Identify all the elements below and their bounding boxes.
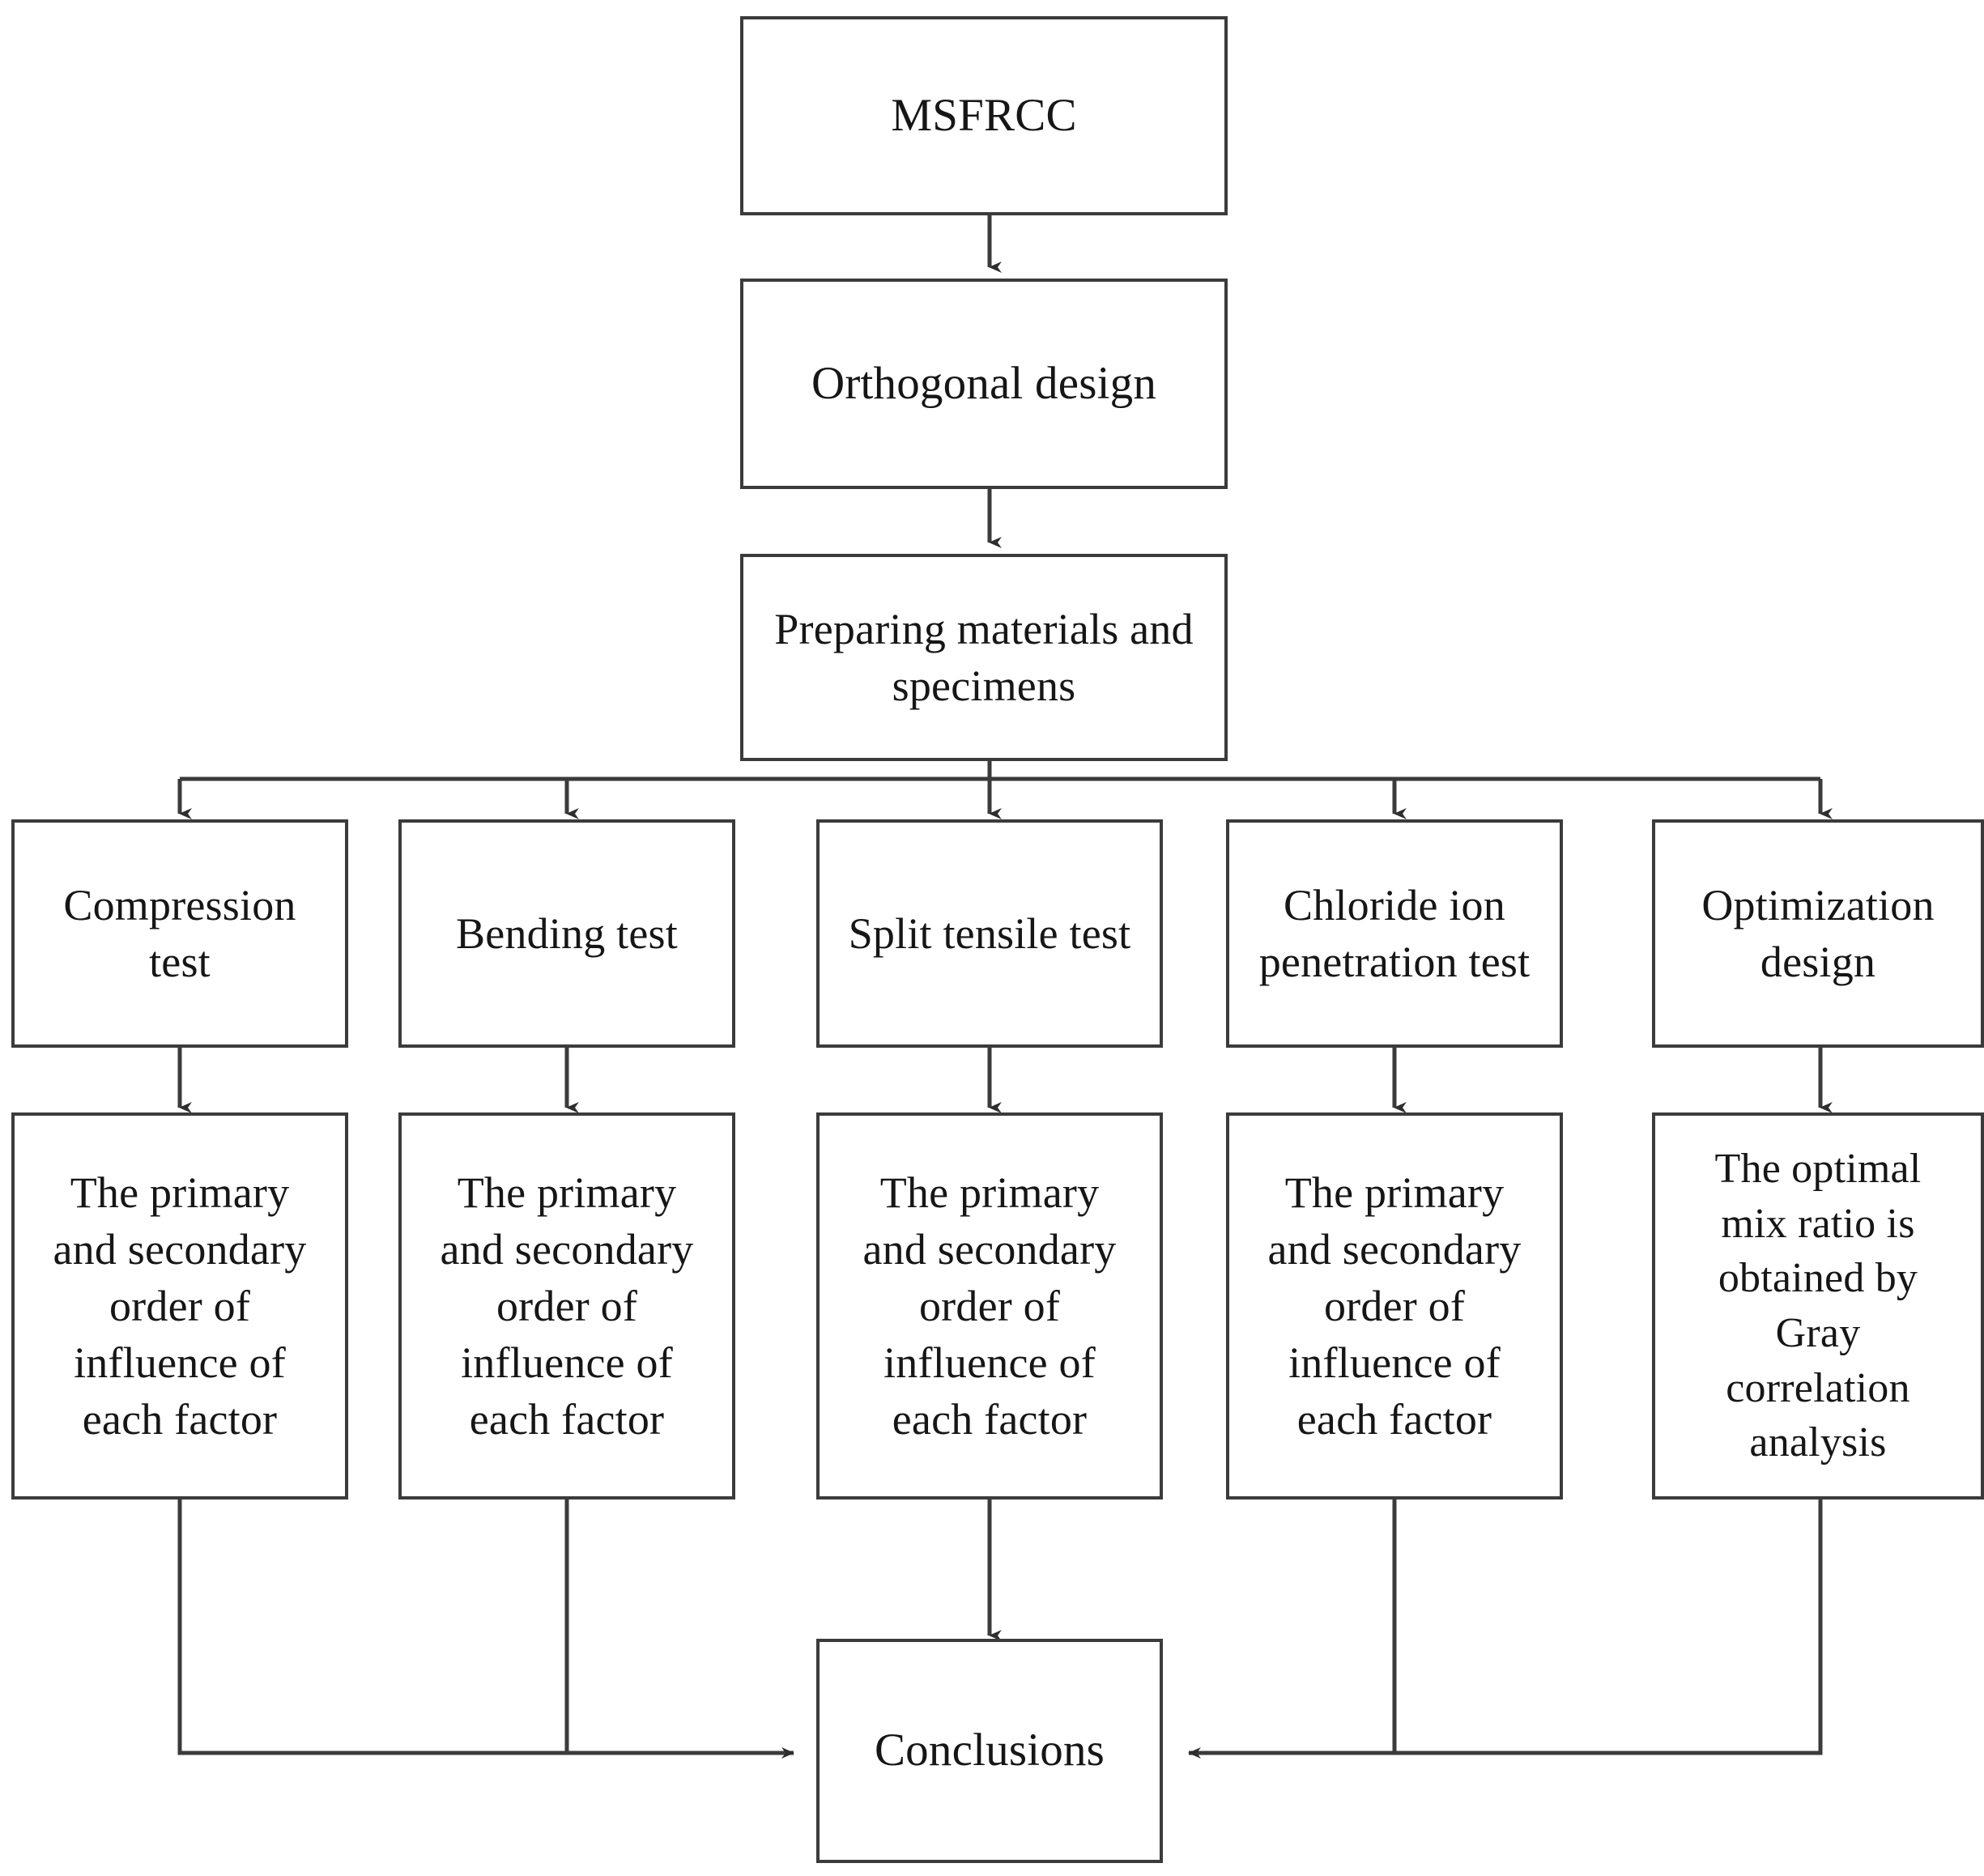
- node-result-optimal-mix-ratio-label: The optimal mix ratio is obtained by Gra…: [1714, 1146, 1922, 1466]
- node-chloride-ion-penetration-test-label: Chloride ion penetration test: [1258, 880, 1531, 986]
- node-result-chloride-label: The primary and secondary order of influ…: [1267, 1168, 1522, 1444]
- node-root-label: MSFRCC: [891, 89, 1077, 141]
- node-conclusions-label: Conclusions: [874, 1725, 1105, 1776]
- node-compression-test[interactable]: Compression test: [11, 819, 348, 1048]
- node-result-bending[interactable]: The primary and secondary order of influ…: [398, 1112, 735, 1500]
- node-orthogonal-design[interactable]: Orthogonal design: [740, 279, 1228, 489]
- node-result-compression[interactable]: The primary and secondary order of influ…: [11, 1112, 348, 1500]
- node-optimization-design-label: Optimization design: [1701, 880, 1935, 986]
- node-root[interactable]: MSFRCC: [740, 16, 1228, 215]
- node-chloride-ion-penetration-test[interactable]: Chloride ion penetration test: [1226, 819, 1563, 1048]
- connector-result-1-to-conclusions: [177, 1500, 794, 1759]
- connector-result-4-to-conclusions: [1188, 1500, 1397, 1759]
- node-split-tensile-test[interactable]: Split tensile test: [816, 819, 1163, 1048]
- node-preparing-materials[interactable]: Preparing materials and specimens: [740, 554, 1228, 761]
- node-result-split-tensile[interactable]: The primary and secondary order of influ…: [816, 1112, 1163, 1500]
- node-orthogonal-design-label: Orthogonal design: [811, 357, 1157, 409]
- node-result-bending-label: The primary and secondary order of influ…: [440, 1168, 694, 1444]
- node-result-compression-label: The primary and secondary order of influ…: [53, 1168, 307, 1444]
- node-optimization-design[interactable]: Optimization design: [1652, 819, 1984, 1048]
- node-preparing-materials-label: Preparing materials and specimens: [774, 604, 1194, 710]
- connector-result-5-to-conclusions: [1394, 1500, 1823, 1755]
- node-result-optimal-mix-ratio[interactable]: The optimal mix ratio is obtained by Gra…: [1652, 1112, 1984, 1500]
- node-result-chloride[interactable]: The primary and secondary order of influ…: [1226, 1112, 1563, 1500]
- node-split-tensile-test-label: Split tensile test: [848, 908, 1131, 958]
- node-bending-test-label: Bending test: [456, 908, 678, 958]
- node-result-split-tensile-label: The primary and secondary order of influ…: [862, 1168, 1117, 1444]
- node-compression-test-label: Compression test: [63, 880, 296, 986]
- node-conclusions[interactable]: Conclusions: [816, 1639, 1163, 1863]
- node-bending-test[interactable]: Bending test: [398, 819, 735, 1048]
